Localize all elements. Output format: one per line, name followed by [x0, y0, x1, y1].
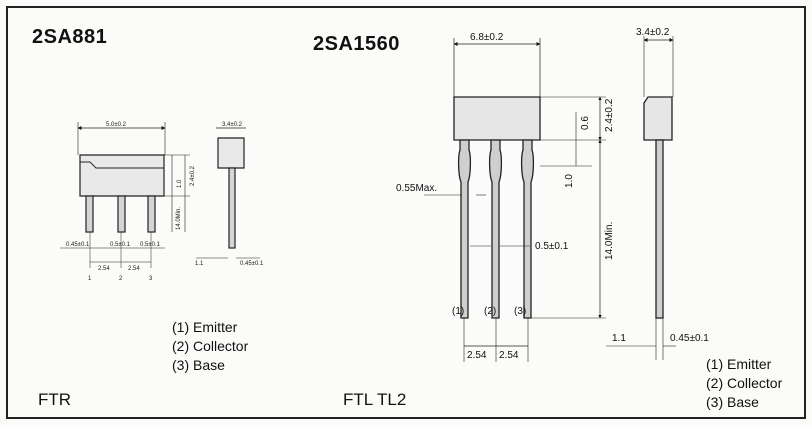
left-front-view: [60, 122, 190, 268]
left-lead-offset-2: 0.5±0.1: [110, 242, 131, 248]
left-pin-label-2: 2: [119, 276, 123, 282]
right-lead-length: 14.0Min.: [604, 222, 615, 260]
right-front-view: [424, 38, 606, 362]
right-side-lead-spacing: 1.1: [612, 333, 626, 344]
left-side-view: [196, 127, 260, 259]
legend-collector: (2) Collector: [172, 338, 249, 354]
drawing-frame: [6, 6, 806, 419]
left-side-lead-dim-1: 1.1: [195, 261, 204, 267]
left-pin-pitch-1: 2.54: [98, 266, 110, 272]
left-pin-label-1: 1: [88, 276, 92, 282]
right-pin-pitch-1: 2.54: [467, 350, 487, 361]
left-package-name: FTR: [38, 390, 72, 409]
right-side-width: 3.4±0.2: [636, 27, 670, 38]
right-package-name: FTL TL2: [343, 390, 407, 409]
legend-collector: (2) Collector: [706, 375, 783, 391]
left-vertical-dim-3: 1.0: [177, 179, 183, 188]
left-lead-offset-1: 0.45±0.1: [66, 242, 90, 248]
right-body-width: 6.8±0.2: [470, 32, 504, 43]
right-lead-width: 0.5±0.1: [535, 241, 569, 252]
left-lead-offset-3: 0.5±0.1: [140, 242, 161, 248]
right-shoulder-dim: 1.0: [564, 174, 575, 188]
right-pin-label-3: (3): [514, 306, 526, 317]
right-tab-dim: 0.6: [580, 116, 591, 130]
left-front-body-width: 5.0±0.2: [106, 122, 127, 128]
left-vertical-dim-1: 2.4±0.2: [190, 165, 196, 186]
right-side-lead-width: 0.45±0.1: [670, 333, 709, 344]
right-pin-pitch-2: 2.54: [499, 350, 519, 361]
right-pin-label-1: (1): [452, 306, 464, 317]
legend-emitter: (1) Emitter: [172, 319, 238, 335]
legend-base: (3) Base: [172, 357, 225, 373]
left-side-lead-dim-2: 0.45±0.1: [240, 261, 264, 267]
legend-emitter: (1) Emitter: [706, 356, 772, 372]
legend-base: (3) Base: [706, 394, 759, 410]
right-side-view: [606, 36, 676, 360]
left-pin-pitch-2: 2.54: [128, 266, 140, 272]
right-lead-max: 0.55Max.: [396, 183, 437, 194]
left-vertical-dim-2: 14.0Min.: [176, 207, 182, 230]
left-part-title: 2SA881: [32, 26, 108, 48]
right-pin-label-2: (2): [484, 306, 496, 317]
right-body-height: 2.4±0.2: [604, 98, 615, 132]
left-pin-label-3: 3: [149, 276, 153, 282]
left-side-width: 3.4±0.2: [222, 122, 243, 128]
right-pin-legend: (1) Emitter (2) Collector (3) Base: [706, 355, 782, 412]
right-part-title: 2SA1560: [313, 33, 400, 55]
left-pin-legend: (1) Emitter (2) Collector (3) Base: [172, 318, 248, 375]
